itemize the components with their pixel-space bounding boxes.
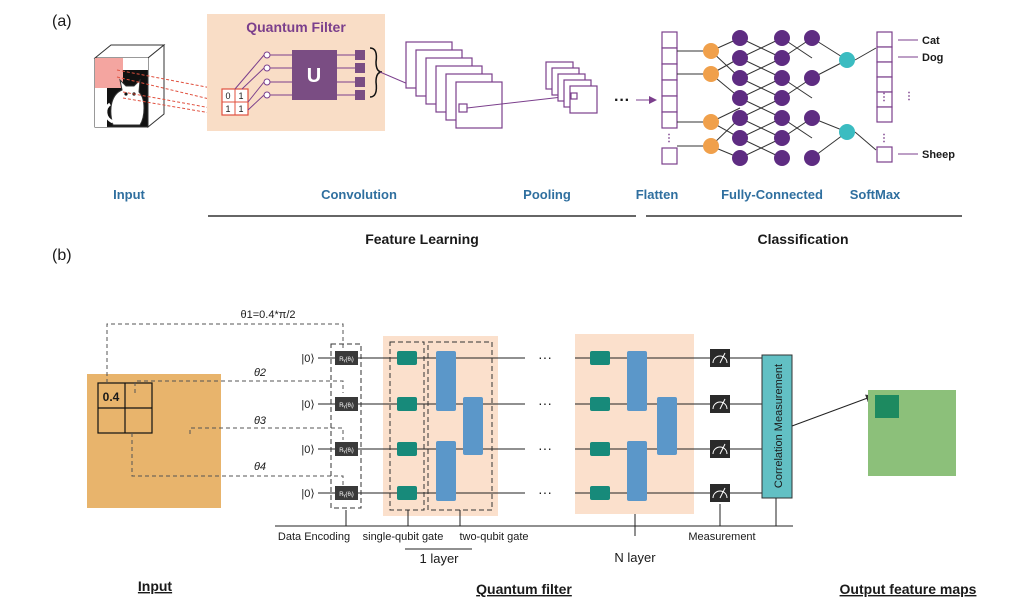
ry-gate-label: Rᵧ(θᵢ)	[339, 357, 354, 363]
ket-zero: |0⟩	[301, 399, 314, 411]
annotation-single-qubit: single-qubit gate	[363, 531, 444, 543]
group-label-classification: Classification	[757, 231, 848, 247]
bottom-label-output-feature-maps: Output feature maps	[840, 581, 977, 597]
input-grid	[87, 374, 221, 508]
ellipsis-b: ···	[538, 484, 552, 500]
softmax-output	[876, 31, 893, 163]
theta-label: θ4	[254, 461, 266, 473]
correlation-measurement-box	[761, 354, 793, 499]
stage-label-flatten: Flatten	[636, 187, 679, 202]
measurement-meters	[710, 349, 730, 502]
svg-text:⋮: ⋮	[904, 91, 914, 102]
encoding-routes	[106, 323, 344, 486]
pooling-feature-maps	[545, 61, 598, 114]
patch-cell: 0	[225, 91, 230, 101]
ellipsis-a: ···	[614, 92, 630, 109]
svg-text:⋮: ⋮	[879, 92, 889, 103]
stage-label-softmax: SoftMax	[850, 187, 901, 202]
input-pixel-value: 0.4	[103, 390, 120, 404]
unitary-label: U	[307, 65, 321, 87]
group-label-feature-learning: Feature Learning	[365, 231, 479, 247]
theta-label: θ2	[254, 367, 266, 379]
data-encoding-box	[330, 343, 362, 509]
svg-text:⋮: ⋮	[664, 133, 674, 144]
class-label-dog: Dog	[922, 52, 943, 64]
ry-gate-label: Rᵧ(θᵢ)	[339, 403, 354, 409]
stage-label-convolution: Convolution	[321, 187, 397, 202]
class-label-cat: Cat	[922, 35, 940, 47]
measurement-icons-a	[355, 50, 365, 100]
stage-label-input: Input	[113, 187, 145, 202]
ket-zero: |0⟩	[301, 488, 314, 500]
theta-label: θ3	[254, 415, 267, 427]
annotation-data-encoding: Data Encoding	[278, 531, 350, 543]
ry-gate-label: Rᵧ(θᵢ)	[339, 492, 354, 498]
convolution-feature-maps	[405, 41, 503, 129]
annotation-two-qubit: two-qubit gate	[459, 531, 528, 543]
annotation-measurement: Measurement	[688, 531, 755, 543]
stage-label-fully-connected: Fully-Connected	[721, 187, 823, 202]
annotation-n-layer: N layer	[614, 550, 656, 565]
ry-gate-label: Rᵧ(θᵢ)	[339, 448, 354, 454]
theta-1-label: θ1=0.4*π/2	[241, 309, 296, 321]
quantum-filter-title: Quantum Filter	[246, 19, 346, 35]
class-label-sheep: Sheep	[922, 149, 955, 161]
output-feature-cell	[875, 395, 899, 418]
patch-cell: 1	[238, 91, 243, 101]
panel-a-label: (a)	[52, 13, 72, 30]
output-brace	[369, 47, 383, 98]
bottom-label-input: Input	[138, 578, 173, 594]
correlation-measurement-label: Correlation Measurement	[773, 364, 785, 488]
fully-connected-network	[677, 30, 877, 166]
stage-label-pooling: Pooling	[523, 187, 571, 202]
two-qubit-gates-layer-n	[627, 351, 677, 501]
patch-cell: 1	[238, 104, 243, 114]
patch-cell: 1	[225, 104, 230, 114]
ket-zero: |0⟩	[301, 444, 314, 456]
filter-patch: 0 1 1 1	[221, 88, 249, 116]
ellipsis-b: ···	[538, 440, 552, 456]
panel-b-label: (b)	[52, 247, 72, 264]
svg-text:⋮: ⋮	[879, 133, 889, 144]
flatten-vector	[661, 31, 678, 165]
unitary-gate	[292, 50, 337, 100]
single-qubit-gates-layer1	[397, 351, 417, 500]
input-image-cube	[93, 43, 166, 129]
two-qubit-gates-layer1	[436, 351, 483, 501]
ellipsis-b: ···	[538, 349, 552, 365]
single-qubit-gates-layer-n	[590, 351, 610, 500]
annotation-one-layer: 1 layer	[419, 551, 459, 566]
ellipsis-b: ···	[538, 395, 552, 411]
ket-zero: |0⟩	[301, 353, 314, 365]
ry-gates	[335, 351, 358, 500]
bottom-label-quantum-filter: Quantum filter	[476, 581, 572, 597]
